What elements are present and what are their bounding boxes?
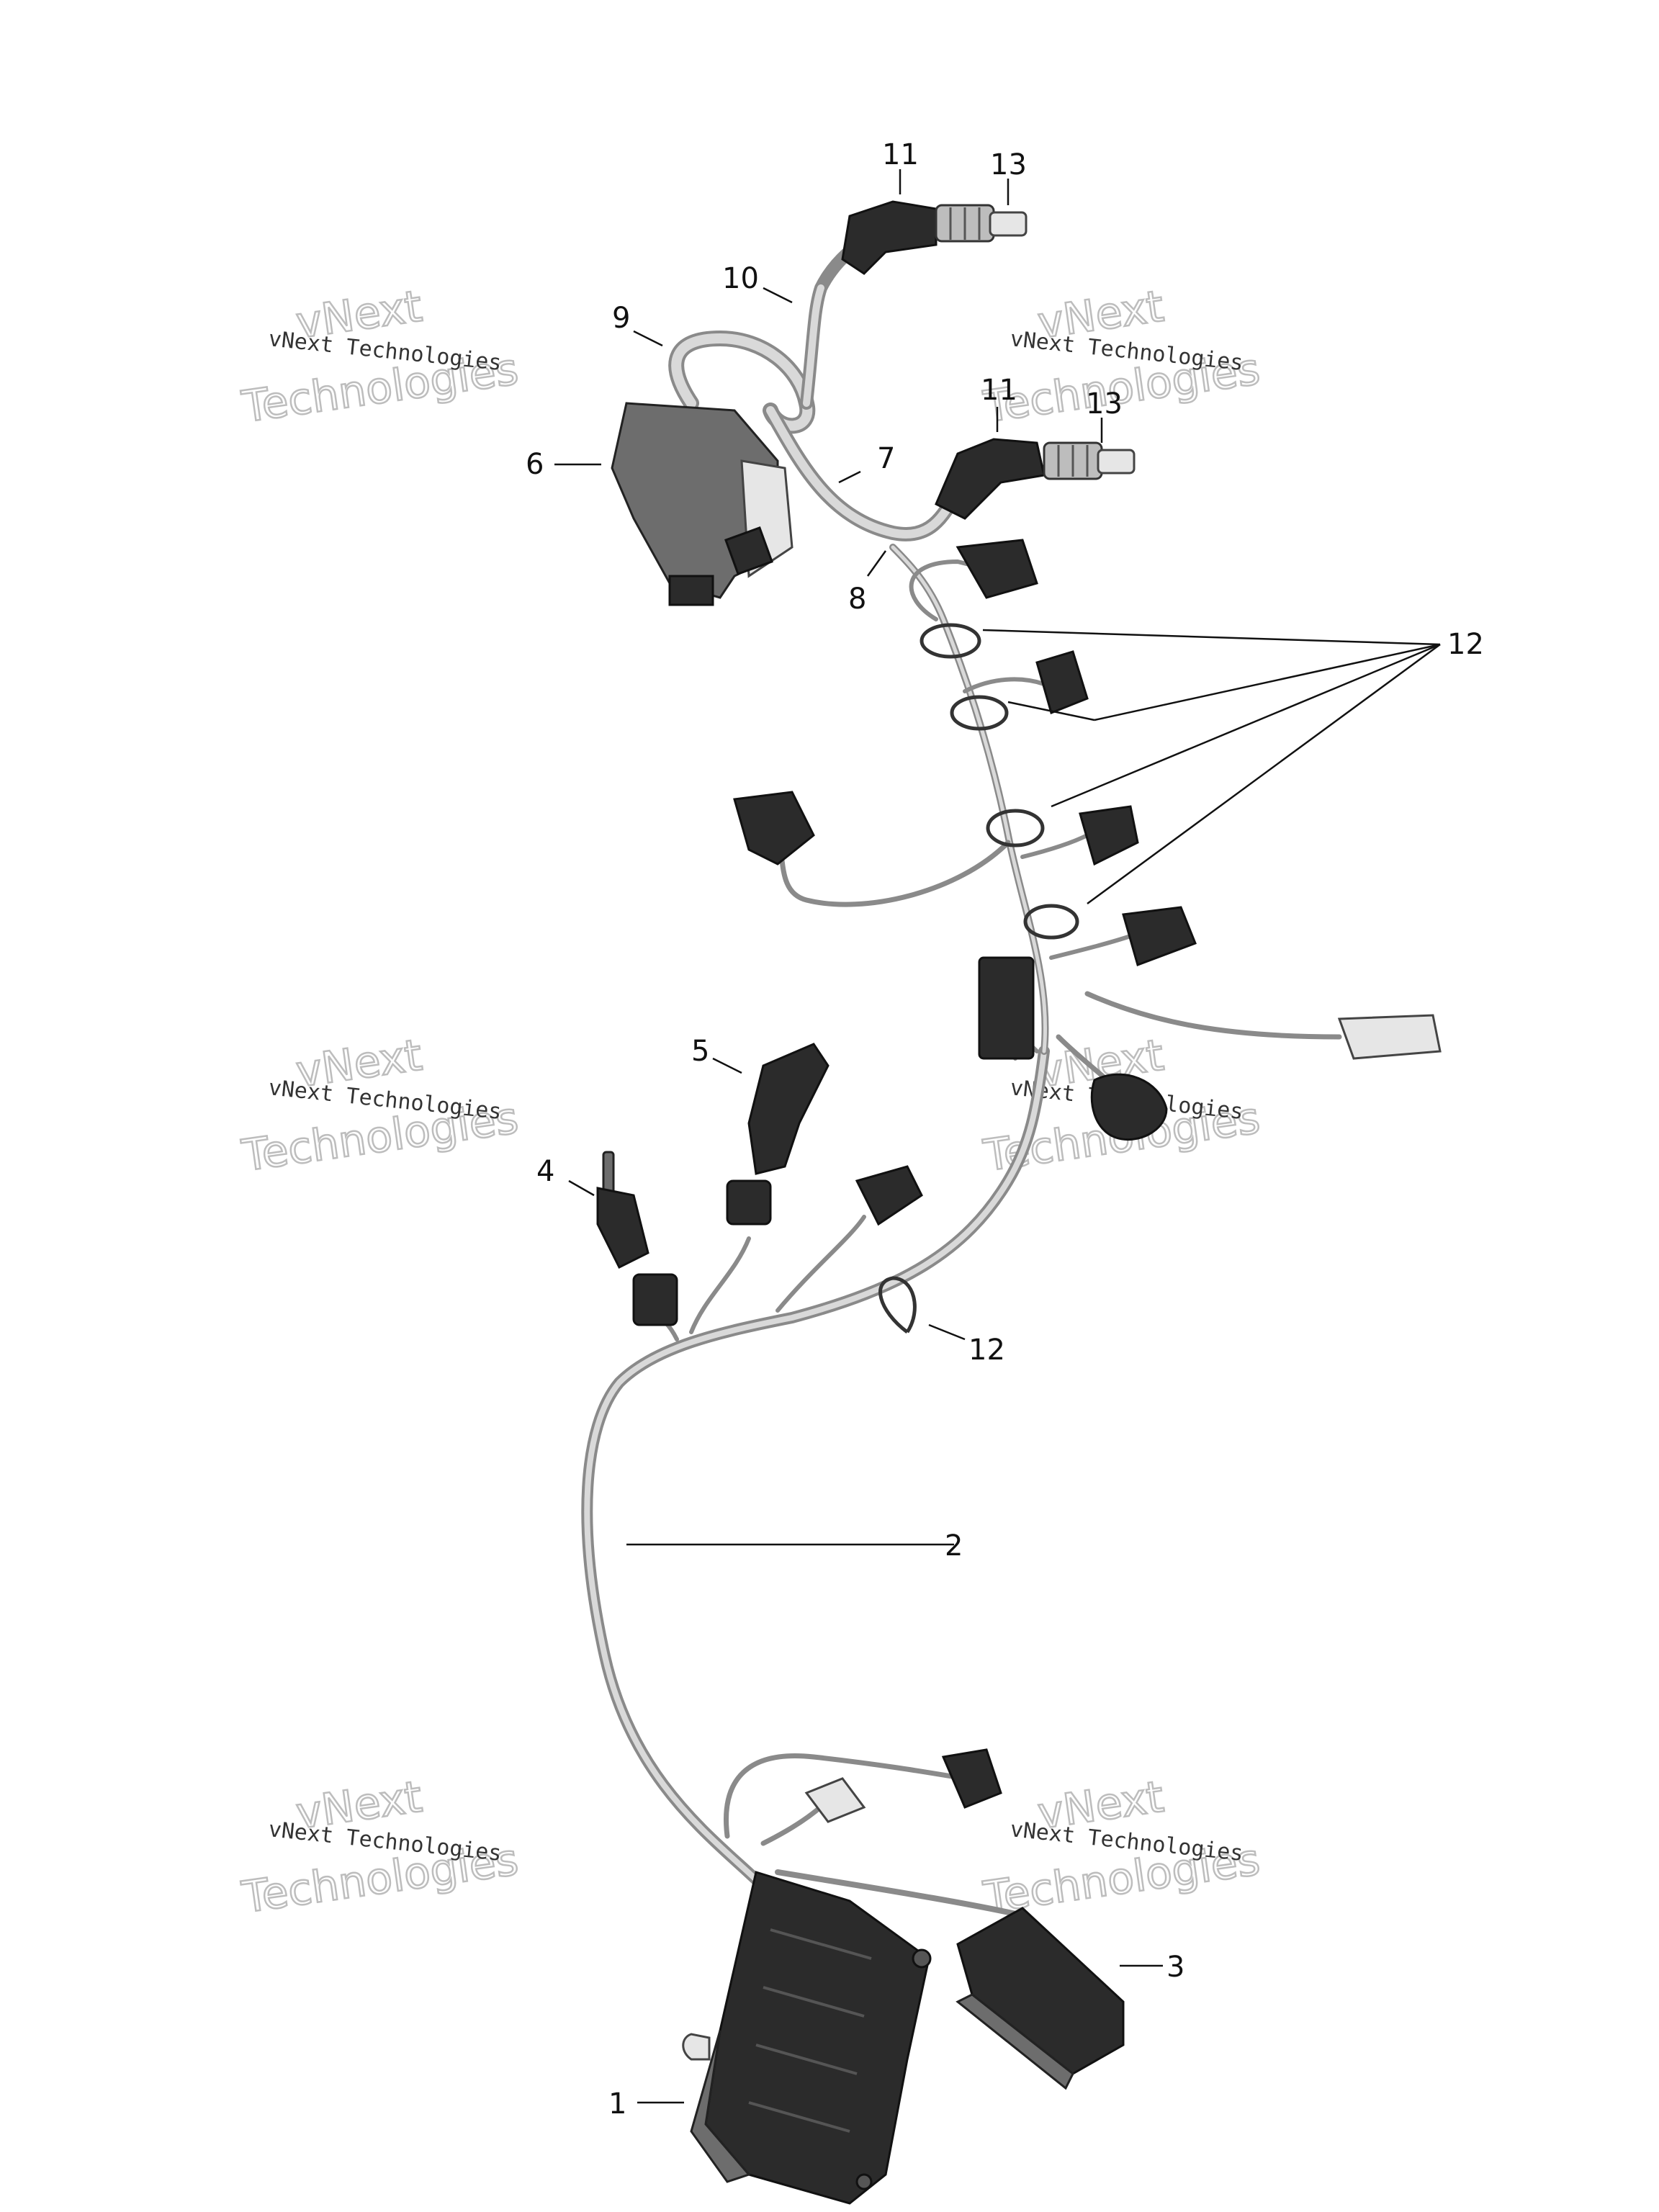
clip-3 xyxy=(986,809,1045,848)
callout-13a: 13 xyxy=(990,148,1027,181)
callout-2: 2 xyxy=(945,1529,963,1563)
callout-10: 10 xyxy=(722,262,759,295)
leader-7 xyxy=(838,470,861,484)
leader-9 xyxy=(633,330,663,347)
connector-mid xyxy=(855,1165,923,1226)
o2-sensor-boot-lower xyxy=(935,438,1046,520)
callout-6: 6 xyxy=(526,448,544,481)
callout-4: 4 xyxy=(536,1155,554,1188)
sensor-4 xyxy=(596,1151,678,1326)
leader-8 xyxy=(866,550,887,577)
callout-11b: 11 xyxy=(981,374,1017,407)
connector-b xyxy=(1035,650,1089,715)
o2-sensor-upper xyxy=(935,204,1028,243)
injector-connectors xyxy=(733,539,1442,1141)
main-harness-wires xyxy=(581,544,1342,1918)
callout-7: 7 xyxy=(877,442,895,475)
sensor-5 xyxy=(726,1043,830,1226)
callout-11a: 11 xyxy=(882,138,919,171)
o2-sensor-lower xyxy=(1043,441,1136,480)
callout-leaders xyxy=(554,169,1441,2104)
ecu-module xyxy=(682,1871,932,2205)
clip-2 xyxy=(950,695,1009,731)
connector-c xyxy=(733,791,815,866)
connector-a xyxy=(956,539,1038,599)
ecu-mount-tab xyxy=(682,2033,711,2061)
relay-module xyxy=(956,1907,1125,2090)
callout-9: 9 xyxy=(612,302,630,335)
connector-d xyxy=(1079,805,1139,866)
harness-clips xyxy=(878,623,1079,1334)
callout-12a: 12 xyxy=(1447,628,1484,661)
module-connector xyxy=(668,575,714,606)
callout-5: 5 xyxy=(691,1035,709,1068)
callout-3: 3 xyxy=(1166,1951,1184,1984)
sensor-5-plug xyxy=(726,1179,772,1226)
connector-round xyxy=(1090,1073,1168,1141)
leader-5 xyxy=(712,1057,742,1074)
connector-f xyxy=(978,956,1035,1060)
clip-1 xyxy=(920,623,981,659)
o2-sensor-boot-upper xyxy=(841,200,938,275)
sensor-4-plug xyxy=(632,1273,678,1326)
callout-13b: 13 xyxy=(1086,387,1123,421)
clip-4 xyxy=(1023,904,1079,940)
leader-4 xyxy=(568,1179,595,1197)
leader-12-fan xyxy=(982,629,1441,905)
o2-control-module xyxy=(611,402,793,606)
callout-8: 8 xyxy=(848,583,866,616)
callout-1: 1 xyxy=(608,2087,626,2121)
callout-labels: 1 2 3 4 5 6 7 8 9 10 11 11 13 13 12 12 xyxy=(526,138,1484,2121)
connector-white xyxy=(1337,1014,1442,1060)
leader-10 xyxy=(763,287,793,304)
callout-12b: 12 xyxy=(968,1334,1005,1367)
ecu-top-connectors xyxy=(804,1748,1002,1823)
o2-sensor-harness xyxy=(611,200,1136,606)
leader-12b xyxy=(928,1323,966,1341)
connector-e xyxy=(1122,906,1197,966)
clip-loose xyxy=(878,1276,917,1334)
